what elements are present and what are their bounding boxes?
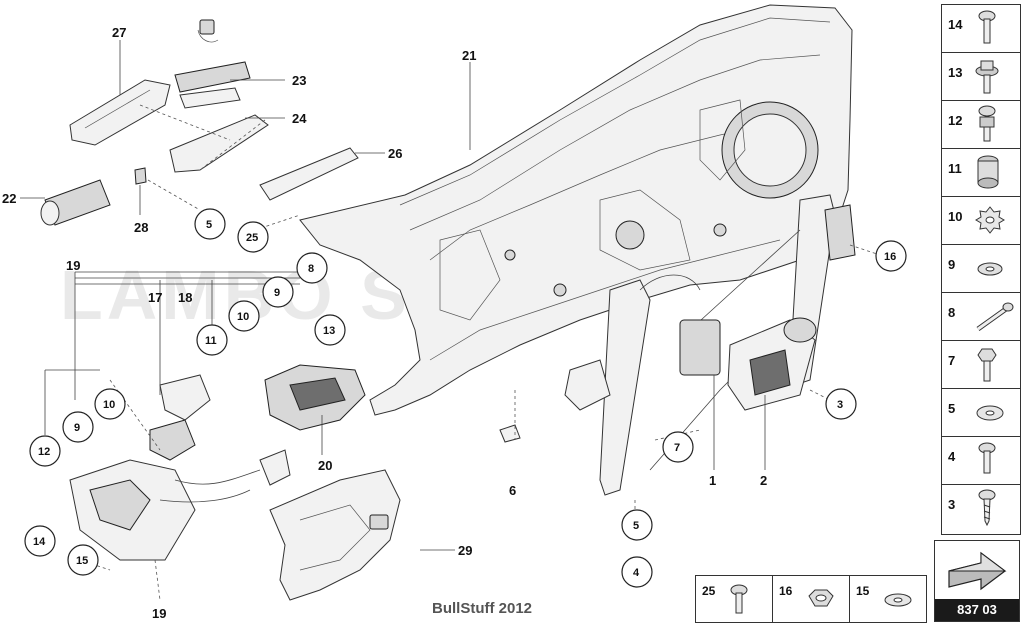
- svg-text:25: 25: [246, 232, 258, 244]
- leader-lines: [20, 40, 766, 551]
- callout-10-top: 10: [228, 300, 260, 332]
- legend-num: 14: [948, 17, 963, 32]
- legend-item-15: 15: [850, 576, 926, 622]
- label-27: 27: [112, 25, 126, 40]
- legend-item-8: 8: [942, 293, 1020, 341]
- label-18: 18: [178, 290, 192, 305]
- legend-item-12: 12: [942, 101, 1020, 149]
- label-20: 20: [318, 458, 332, 473]
- svg-text:3: 3: [837, 399, 843, 411]
- label-24: 24: [292, 111, 307, 126]
- hex-bolt-icon: [977, 348, 997, 382]
- label-2: 2: [760, 473, 767, 488]
- orientation-box: 837 03: [934, 540, 1020, 622]
- svg-text:9: 9: [274, 287, 280, 299]
- washer-icon: [884, 593, 912, 607]
- callout-16: 16: [875, 240, 907, 272]
- svg-text:12: 12: [38, 446, 50, 458]
- callout-5-top: 5: [194, 208, 226, 240]
- label-19-top: 19: [66, 258, 80, 273]
- long-bolt-icon: [976, 302, 1014, 332]
- svg-text:5: 5: [206, 219, 212, 231]
- label-28: 28: [134, 220, 148, 235]
- legend-item-4: 4: [942, 437, 1020, 485]
- torx-screw-icon: [978, 489, 996, 527]
- flat-washer-icon: [976, 405, 1004, 421]
- bolt-icon: [978, 10, 996, 44]
- svg-text:9: 9: [74, 422, 80, 434]
- bottom-fastener-legend: 25 16 15: [695, 575, 927, 623]
- diagram-code: 837 03: [935, 599, 1019, 621]
- label-23: 23: [292, 73, 306, 88]
- legend-item-7: 7: [942, 341, 1020, 389]
- legend-item-5: 5: [942, 389, 1020, 437]
- window-regulator: [499, 194, 856, 496]
- callout-25: 25: [237, 221, 269, 253]
- label-29: 29: [458, 543, 472, 558]
- hex-nut-icon: [808, 589, 834, 607]
- arrow-icon: [948, 551, 1007, 591]
- svg-text:10: 10: [237, 311, 249, 323]
- svg-text:15: 15: [76, 555, 88, 567]
- svg-text:10: 10: [103, 399, 115, 411]
- label-19-bottom: 19: [152, 606, 166, 621]
- label-6: 6: [509, 483, 516, 498]
- svg-text:8: 8: [308, 263, 314, 275]
- callout-9-top: 9: [262, 276, 294, 308]
- callout-13: 13: [314, 314, 346, 346]
- callout-12: 12: [29, 435, 61, 467]
- credit-text: BullStuff 2012: [432, 600, 533, 617]
- legend-item-9: 9: [942, 245, 1020, 293]
- collar-bolt-icon: [978, 105, 996, 142]
- label-1: 1: [709, 473, 716, 488]
- fastener-legend: 14 13 12 11 10 9 8 7 5 4 3: [941, 4, 1021, 535]
- callout-4: 4: [621, 556, 653, 588]
- svg-text:7: 7: [674, 442, 680, 454]
- callout-9-bottom: 9: [62, 411, 94, 443]
- screw-icon: [730, 584, 748, 614]
- label-21: 21: [462, 48, 476, 63]
- circled-callouts: 5 25 8 9 10 11 13 10 9 12 14 15 7 3 16 5…: [24, 208, 907, 588]
- callout-5-bottom: 5: [621, 509, 653, 541]
- legend-item-25: 25: [696, 576, 773, 622]
- svg-text:5: 5: [633, 520, 639, 532]
- svg-text:14: 14: [33, 536, 46, 548]
- callout-10-bottom: 10: [94, 388, 126, 420]
- callout-15: 15: [67, 544, 99, 576]
- callout-11: 11: [196, 324, 228, 356]
- callout-3: 3: [825, 388, 857, 420]
- door-panel: [299, 4, 853, 416]
- svg-text:16: 16: [884, 251, 896, 263]
- callout-14: 14: [24, 525, 56, 557]
- legend-item-16: 16: [773, 576, 850, 622]
- legend-item-13: 13: [942, 53, 1020, 101]
- legend-item-11: 11: [942, 149, 1020, 197]
- trim-carrier: [269, 469, 401, 601]
- label-22: 22: [2, 191, 16, 206]
- exploded-parts-diagram: 27 23 24 26 22 28 21 19 17 18 20 6 1 2 2…: [2, 4, 907, 621]
- washer-icon: [977, 262, 1003, 276]
- legend-item-3: 3: [942, 485, 1020, 532]
- label-26: 26: [388, 146, 402, 161]
- toothed-washer-icon: [975, 206, 1005, 234]
- screw-icon: [978, 442, 996, 474]
- part-labels: 27 23 24 26 22 28 21 19 17 18 20 6 1 2 2…: [2, 25, 767, 621]
- door-lock-assembly: [69, 364, 366, 561]
- flange-nut-bolt-icon: [975, 60, 999, 94]
- legend-item-14: 14: [942, 5, 1020, 53]
- svg-text:4: 4: [633, 567, 640, 579]
- svg-text:13: 13: [323, 325, 335, 337]
- label-17: 17: [148, 290, 162, 305]
- callout-8: 8: [296, 252, 328, 284]
- svg-text:11: 11: [205, 335, 217, 347]
- handle-components: [40, 19, 359, 226]
- callout-7: 7: [662, 431, 694, 463]
- legend-item-10: 10: [942, 197, 1020, 245]
- rubber-bush-icon: [977, 155, 999, 189]
